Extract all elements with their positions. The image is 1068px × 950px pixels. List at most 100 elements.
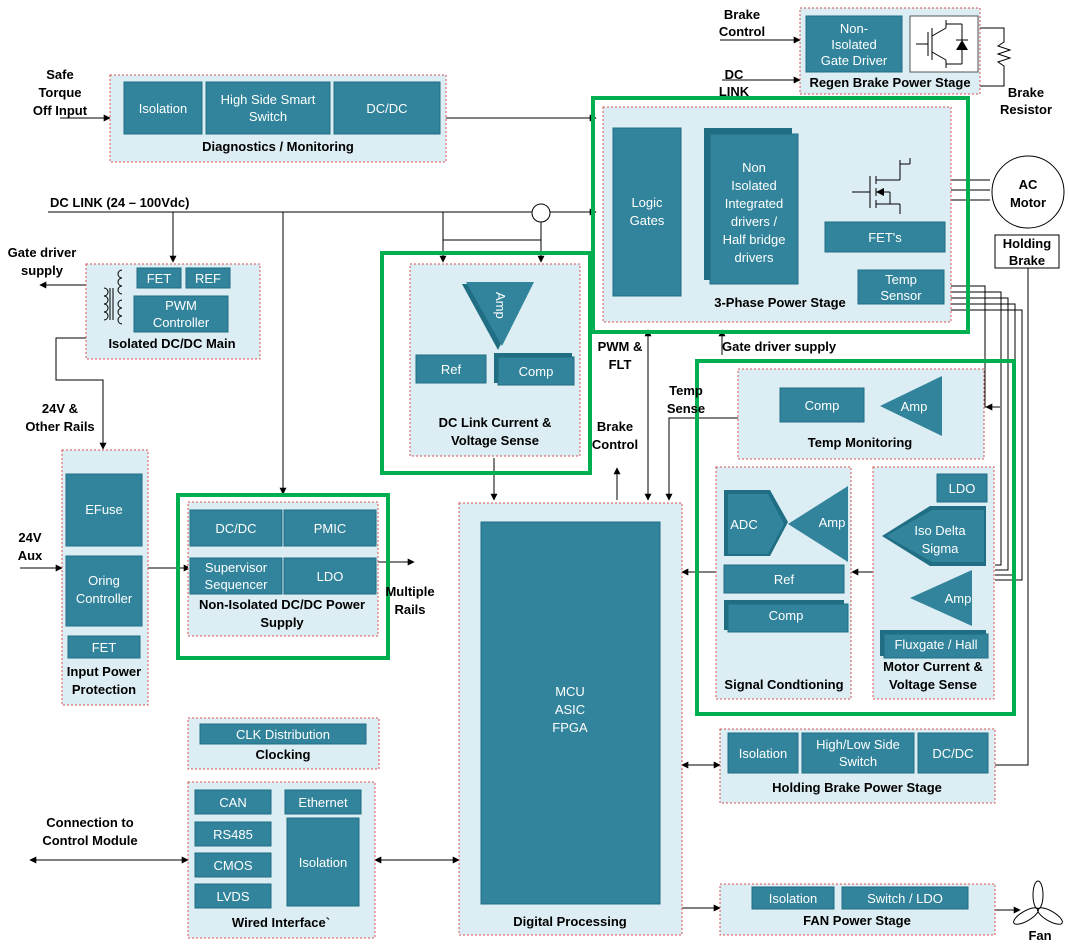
drivers-label-3: Integrated	[725, 196, 784, 211]
motorcur-title-1: Motor Current &	[883, 659, 983, 674]
wired-interface: CAN Ethernet RS485 Isolation CMOS LVDS W…	[187, 781, 376, 939]
three-phase-power-stage: Logic Gates Non Isolated Integrated driv…	[602, 106, 952, 323]
dclink-ref-label: Ref	[441, 362, 462, 377]
gate-driver-supply-mid: Gate driver supply	[722, 339, 837, 354]
pwm-flt-1: PWM &	[598, 339, 643, 354]
dclink-title-1: DC Link Current &	[439, 415, 552, 430]
holding-switch-label-1: High/Low Side	[816, 737, 900, 752]
holding-dcdc-label: DC/DC	[932, 746, 973, 761]
ethernet-label: Ethernet	[298, 795, 348, 810]
temp-monitoring: Comp Amp Temp Monitoring	[737, 368, 985, 460]
nonisodc-title-2: Supply	[260, 615, 304, 630]
dc-link-top-1: DC	[725, 67, 744, 82]
dclink-comp-label: Comp	[519, 364, 554, 379]
dclink-title-2: Voltage Sense	[451, 433, 539, 448]
brake-control-mid-2: Control	[592, 437, 638, 452]
drivers-label-4: drivers /	[731, 214, 778, 229]
rails-24v-1: 24V &	[42, 401, 78, 416]
digital-title: Digital Processing	[513, 914, 626, 929]
isodc-title: Isolated DC/DC Main	[108, 336, 235, 351]
motorcur-ldo-label: LDO	[949, 481, 976, 496]
sigcond-comp-label: Comp	[769, 608, 804, 623]
holding-title: Holding Brake Power Stage	[772, 780, 942, 795]
fan-title: FAN Power Stage	[803, 913, 911, 928]
tempmon-amp-label: Amp	[901, 399, 928, 414]
sigcond-ref-label: Ref	[774, 572, 795, 587]
mosfet-transistor-icon	[852, 158, 911, 214]
holding-brake-label-2: Brake	[1009, 253, 1045, 268]
clk-distribution-label: CLK Distribution	[236, 727, 330, 742]
brake-resistor-2: Resistor	[1000, 102, 1052, 117]
connection-2: Control Module	[42, 833, 137, 848]
safe-torque-2: Torque	[38, 85, 81, 100]
tempmon-comp-label: Comp	[805, 398, 840, 413]
multiple-rails-2: Rails	[394, 602, 425, 617]
brake-control-top-1: Brake	[724, 7, 760, 22]
aux-24v-2: Aux	[18, 548, 43, 563]
temp-sensor-label-2: Sensor	[880, 288, 922, 303]
drivers-label-6: drivers	[734, 250, 774, 265]
connection-lines	[20, 27, 1029, 914]
pwm-controller-label-2: Controller	[153, 315, 210, 330]
dc-link-main-label: DC LINK (24 – 100Vdc)	[50, 195, 189, 210]
safe-torque-1: Safe	[46, 67, 73, 82]
motorcur-amp-label: Amp	[945, 591, 972, 606]
highlight-boxes	[176, 96, 1016, 716]
mcu-label: MCU	[555, 684, 585, 699]
isolated-dcdc-main: FET REF PWM Controller Isolated DC/DC Ma…	[85, 263, 261, 360]
multiple-rails-1: Multiple	[385, 584, 434, 599]
diag-dcdc-label: DC/DC	[366, 101, 407, 116]
inputprot-title-1: Input Power	[67, 664, 141, 679]
diag-switch-label-1: High Side Smart	[221, 92, 316, 107]
oring-label-1: Oring	[88, 573, 120, 588]
fpga-label: FPGA	[552, 720, 588, 735]
aux-24v-1: 24V	[18, 530, 41, 545]
holding-isolation-label: Isolation	[739, 746, 787, 761]
iso-delta-label-1: Iso Delta	[914, 523, 966, 538]
pwm-flt-2: FLT	[609, 357, 632, 372]
brake-resistor-1: Brake	[1008, 85, 1044, 100]
wired-isolation-label: Isolation	[299, 855, 347, 870]
motorcur-title-2: Voltage Sense	[889, 677, 977, 692]
connection-1: Connection to	[46, 815, 133, 830]
regen-driver-label-3: Gate Driver	[821, 53, 888, 68]
diagnostics-monitoring: Isolation High Side Smart Switch DC/DC D…	[109, 74, 447, 163]
oring-label-2: Controller	[76, 591, 133, 606]
diag-isolation-label: Isolation	[139, 101, 187, 116]
ac-motor-label-2: Motor	[1010, 195, 1046, 210]
asic-label: ASIC	[555, 702, 585, 717]
pmic-label: PMIC	[314, 521, 347, 536]
tempmon-title: Temp Monitoring	[808, 435, 913, 450]
supervisor-label-1: Supervisor	[205, 560, 268, 575]
diag-switch-label-2: Switch	[249, 109, 287, 124]
motor-current-voltage-sense: LDO Iso Delta Sigma Amp Fluxgate / Hall …	[872, 466, 995, 700]
inputprot-fet-label: FET	[92, 640, 117, 655]
regen-driver-label-2: Isolated	[831, 37, 877, 52]
digital-processing: MCU ASIC FPGA Digital Processing	[458, 502, 683, 936]
logic-gates-label-1: Logic	[631, 195, 663, 210]
fluxgate-label: Fluxgate / Hall	[894, 637, 977, 652]
three-phase-title: 3-Phase Power Stage	[714, 295, 846, 310]
pwm-controller-label-1: PWM	[165, 298, 197, 313]
fan-icon	[1013, 880, 1063, 925]
brake-control-top-2: Control	[719, 24, 765, 39]
regen-driver-label-1: Non-	[840, 21, 868, 36]
sigcond-amp-label: Amp	[819, 515, 846, 530]
clocking: CLK Distribution Clocking	[187, 717, 380, 770]
diag-title: Diagnostics / Monitoring	[202, 139, 354, 154]
efuse-label: EFuse	[85, 502, 123, 517]
inputprot-title-2: Protection	[72, 682, 136, 697]
fan-label: Fan	[1028, 928, 1051, 943]
nonisodc-dcdc-label: DC/DC	[215, 521, 256, 536]
ac-motor-icon	[991, 155, 1065, 229]
gate-driver-supply-left-1: Gate driver	[8, 245, 77, 260]
lvds-label: LVDS	[217, 889, 250, 904]
sigcond-title: Signal Condtioning	[724, 677, 843, 692]
adc-label: ADC	[730, 517, 757, 532]
rails-24v-2: Other Rails	[25, 419, 94, 434]
input-power-protection: EFuse Oring Controller FET Input Power P…	[61, 449, 149, 706]
safe-torque-3: Off Input	[33, 103, 88, 118]
ac-motor-label-1: AC	[1019, 177, 1038, 192]
transformer-icon	[103, 269, 123, 325]
